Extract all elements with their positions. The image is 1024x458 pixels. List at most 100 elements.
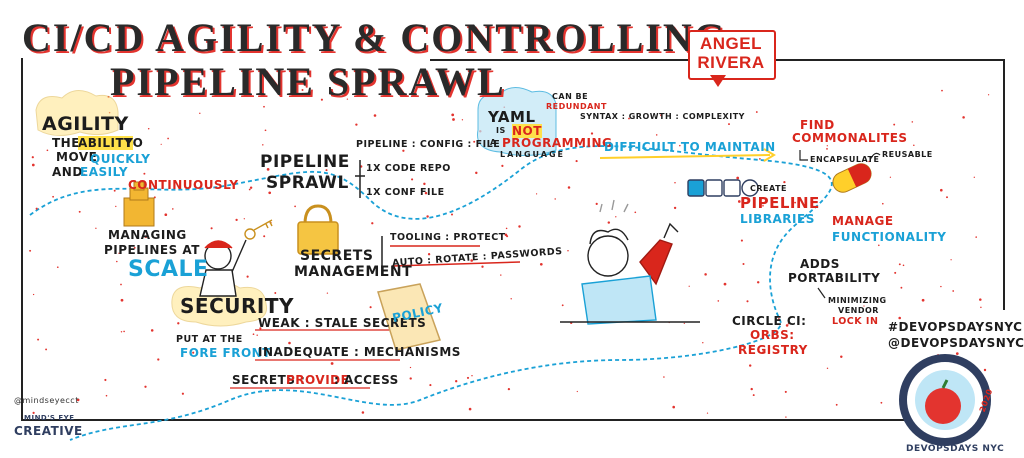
speckle-dot — [373, 114, 377, 117]
speckle-dot — [424, 191, 428, 195]
person-with-key-illustration — [199, 219, 273, 297]
speckle-dot — [554, 198, 556, 200]
portability-label: PORTABILITY — [788, 271, 881, 285]
secrets-tooling: TOOLING : PROTECT — [390, 232, 506, 243]
difficult-to-maintain: DIFFICULT TO MAINTAIN — [604, 140, 776, 154]
speckle-dot — [248, 188, 251, 191]
security-put: PUT AT THE — [176, 334, 243, 345]
speckle-dot — [111, 158, 114, 161]
speckle-dot — [470, 259, 474, 262]
speckle-dot — [32, 293, 35, 296]
speckle-dot — [539, 262, 543, 266]
security-access: : ACCESS — [334, 373, 399, 387]
speckle-dot — [105, 394, 108, 397]
speckle-dot — [451, 113, 455, 117]
yaml-syntax: SYNTAX : GROWTH : COMPLEXITY — [580, 112, 745, 121]
speckle-dot — [590, 132, 594, 135]
policy-scroll-icon — [377, 283, 441, 351]
speckle-dot — [115, 205, 117, 208]
speckle-dot — [987, 94, 990, 96]
agility-heading: AGILITY — [42, 113, 129, 135]
orbs-label: ORBS: — [750, 328, 795, 342]
speckle-dot — [56, 266, 59, 269]
speckle-dot — [761, 351, 765, 354]
speckle-dot — [889, 176, 892, 178]
speckle-dot — [402, 149, 405, 152]
speckle-dot — [826, 148, 828, 150]
speckle-dot — [746, 300, 749, 303]
agility-quickly: QUICKLY — [90, 152, 151, 166]
speckle-dot — [461, 234, 464, 236]
speckle-dot — [473, 140, 476, 143]
speckle-dot — [369, 306, 372, 309]
frame-top-right — [430, 59, 1005, 310]
speckle-dot — [147, 128, 150, 130]
speckle-dot — [894, 271, 897, 274]
security-inadequate: INADEQUATE : MECHANISMS — [258, 345, 461, 359]
security-cloud — [171, 281, 268, 327]
speckle-dot — [737, 200, 741, 203]
speckle-dot — [481, 265, 484, 268]
agility-and: AND — [52, 165, 83, 179]
yaml-can-be: CAN BE — [552, 92, 589, 101]
speckle-dot — [858, 234, 861, 237]
speckle-dot — [878, 244, 880, 247]
speckle-dot — [704, 273, 707, 276]
speckle-dot — [952, 290, 955, 292]
speckle-dot — [116, 260, 118, 263]
speckle-dot — [113, 189, 116, 192]
frame — [21, 58, 920, 421]
badge-label: DEVOPSDAYS NYC — [906, 444, 1005, 454]
page-title-line-1: CI/CD AGILITY & CONTROLLING — [22, 15, 727, 60]
speckle-dot — [752, 394, 755, 397]
speckle-dot — [371, 222, 374, 225]
speckle-dot — [361, 411, 365, 414]
speckle-dot — [576, 390, 578, 393]
speckle-dot — [787, 322, 790, 325]
speckle-dot — [157, 358, 160, 361]
speckle-dot — [913, 144, 915, 147]
speckle-dot — [452, 118, 455, 121]
person-at-laptop-illustration — [560, 199, 700, 325]
security-weak: WEAK : STALE SECRETS — [258, 316, 427, 330]
speckle-dot — [157, 93, 160, 96]
yaml-programming: PROGRAMMING — [502, 136, 613, 150]
speckle-dot — [615, 216, 617, 218]
speckle-dot — [52, 195, 54, 198]
agility-easily: EASILY — [80, 165, 129, 179]
speckle-dot — [826, 145, 828, 147]
speckle-dot — [750, 387, 753, 391]
speckle-dot — [736, 176, 740, 180]
find-label: FIND — [800, 118, 835, 132]
speckle-dot — [756, 281, 760, 284]
speckle-dot — [164, 213, 168, 217]
speckle-dot — [181, 392, 184, 395]
speckle-dot — [246, 275, 249, 278]
minimizing-label: MINIMIZING — [828, 296, 887, 305]
devopsdays-badge — [899, 354, 991, 446]
vendor-label: VENDOR — [838, 306, 879, 315]
speckle-dot — [172, 208, 174, 210]
speckle-dot — [144, 385, 147, 388]
speckle-dot — [274, 292, 277, 294]
underline-security — [230, 329, 400, 389]
speckle-dot — [501, 164, 504, 167]
speckle-dot — [411, 178, 414, 181]
lockin-label: LOCK IN — [832, 316, 879, 327]
speckle-dot — [500, 274, 502, 276]
speckle-dot — [31, 156, 34, 159]
speckle-dot — [346, 98, 349, 100]
speckle-dot — [160, 143, 162, 145]
hashtag-2: @DEVOPSDAYSNYC — [888, 336, 1024, 350]
security-provide: PROVIDE — [286, 373, 350, 387]
speckle-dot — [189, 179, 192, 182]
pipeline-label: PIPELINE — [740, 194, 820, 212]
speckle-dot — [518, 225, 521, 228]
sprawl-heading-1: PIPELINE — [260, 152, 350, 172]
speckle-dot — [628, 117, 630, 120]
speckle-dot — [351, 272, 354, 275]
speckle-dot — [683, 322, 685, 325]
speckle-dot — [706, 412, 709, 414]
sprawl-repo: 1X CODE REPO — [366, 163, 451, 174]
speckle-dot — [330, 362, 334, 365]
